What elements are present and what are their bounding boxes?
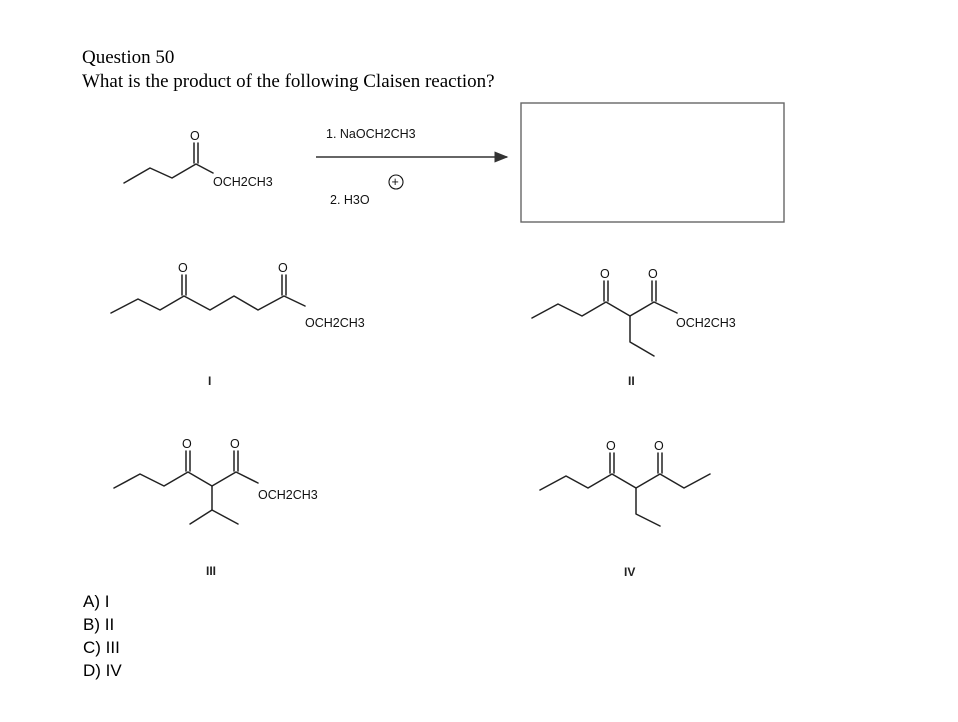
structure-i-ester-o: O: [278, 261, 288, 275]
structure-i: O O OCH2CH3 I: [110, 261, 365, 388]
structure-iv: O O IV: [539, 439, 711, 579]
question-prompt: What is the product of the following Cla…: [82, 71, 495, 92]
reactant-carbonyl-o: O: [190, 129, 200, 143]
answer-choices: A) I B) II C) III D) IV: [83, 590, 122, 682]
structure-iii-label: III: [206, 564, 216, 578]
choice-b[interactable]: B) II: [83, 615, 115, 634]
structure-ii-label: II: [628, 374, 635, 388]
structure-ii-substituent: OCH2CH3: [676, 316, 736, 330]
choice-c[interactable]: C) III: [83, 638, 120, 657]
choice-d[interactable]: D) IV: [83, 661, 122, 680]
structure-iii: O O OCH2CH3 III: [113, 437, 318, 578]
reagent-step-2: 2. H3O: [330, 193, 370, 207]
structure-i-ketone-o: O: [178, 261, 188, 275]
structure-i-substituent: OCH2CH3: [305, 316, 365, 330]
reaction-arrow-group: 1. NaOCH2CH3 2. H3O +: [316, 127, 509, 207]
structure-ii: O O OCH2CH3 II: [531, 267, 736, 388]
structure-iv-ketone2-o: O: [654, 439, 664, 453]
reactant-substituent: OCH2CH3: [213, 175, 273, 189]
structure-iv-label: IV: [624, 565, 635, 579]
reactant-structure: O OCH2CH3: [123, 129, 273, 189]
structure-iv-ketone-o: O: [606, 439, 616, 453]
positive-charge-symbol: +: [392, 175, 399, 189]
question-header: Question 50 What is the product of the f…: [82, 46, 495, 94]
structure-i-label: I: [208, 374, 211, 388]
positive-charge-icon: [388, 174, 404, 190]
choice-a[interactable]: A) I: [83, 592, 110, 611]
question-number: Question 50: [82, 47, 175, 68]
structure-iii-ester-o: O: [230, 437, 240, 451]
structure-iii-ketone-o: O: [182, 437, 192, 451]
structure-iii-substituent: OCH2CH3: [258, 488, 318, 502]
structure-ii-ketone-o: O: [600, 267, 610, 281]
reagent-step-1: 1. NaOCH2CH3: [326, 127, 416, 141]
structure-ii-ester-o: O: [648, 267, 658, 281]
answer-box: [520, 102, 785, 223]
